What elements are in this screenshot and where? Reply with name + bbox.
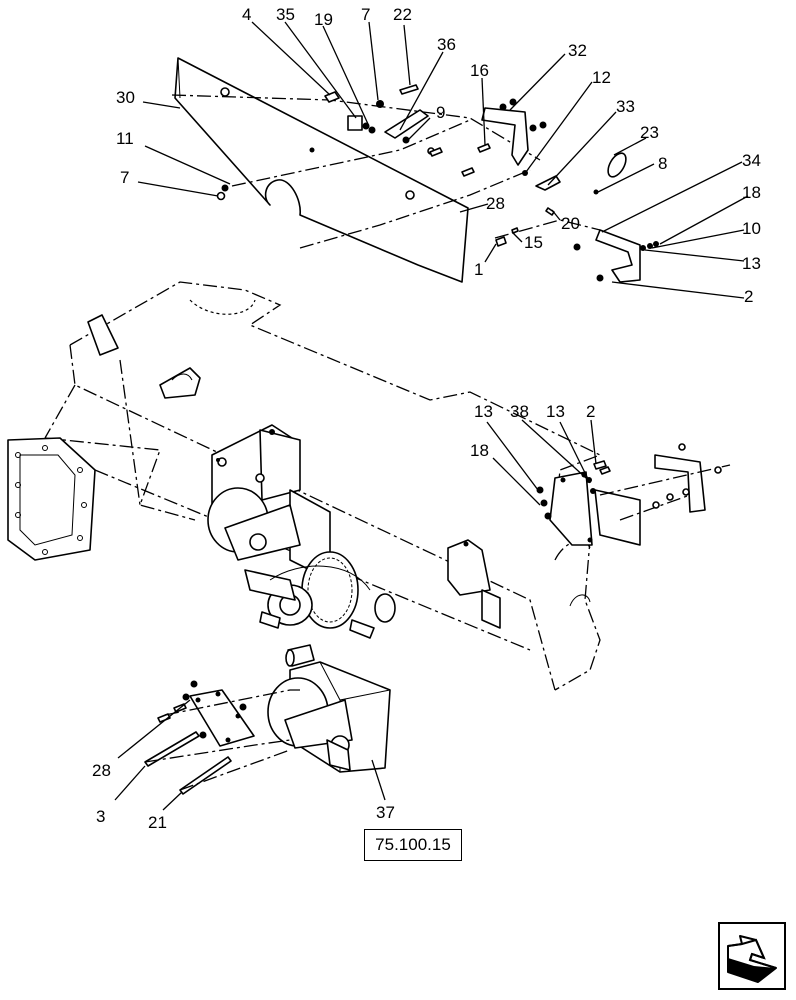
leader-lines	[114, 21, 749, 811]
callout-9: 9	[436, 103, 445, 122]
callout-32: 32	[568, 41, 587, 60]
callout-15: 15	[524, 233, 543, 252]
callout-18: 18	[742, 183, 761, 202]
callout-30: 30	[116, 88, 135, 107]
callout-28: 28	[92, 761, 111, 780]
callout-36: 36	[437, 35, 456, 54]
callout-21: 21	[148, 813, 167, 832]
callout-1: 1	[474, 260, 483, 279]
callout-23: 23	[640, 123, 659, 142]
callout-37: 37	[376, 803, 395, 822]
callout-38: 38	[510, 402, 529, 421]
lower-plate-hardware	[144, 680, 300, 795]
callout-35: 35	[276, 5, 295, 24]
callout-12: 12	[592, 68, 611, 87]
callout-7: 7	[361, 5, 370, 24]
callout-13: 13	[474, 402, 493, 421]
arrow-next-icon	[727, 935, 777, 983]
callout-18: 18	[470, 441, 489, 460]
callout-2: 2	[744, 287, 753, 306]
callout-3: 3	[96, 807, 105, 826]
far-right-bracket	[594, 443, 731, 546]
shield-panel	[174, 57, 469, 283]
callout-19: 19	[314, 10, 333, 29]
callout-10: 10	[742, 219, 761, 238]
callout-11: 11	[116, 129, 134, 148]
callout-33: 33	[616, 97, 635, 116]
reference-link[interactable]: 75.100.15	[364, 829, 462, 861]
callout-28: 28	[486, 194, 505, 213]
callout-2: 2	[586, 402, 595, 421]
callout-34: 34	[742, 151, 761, 170]
callout-4: 4	[242, 5, 251, 24]
callout-22: 22	[393, 5, 412, 24]
callout-20: 20	[561, 214, 580, 233]
callout-labels: 4 35 19 7 22 36 30 11 7 9 16 32 12 33 23…	[92, 5, 761, 832]
right-brackets	[429, 98, 659, 283]
mount-plate-center	[447, 539, 501, 629]
callout-8: 8	[658, 154, 667, 173]
pin	[285, 644, 315, 667]
drive-assembly	[207, 424, 396, 639]
callout-13: 13	[546, 402, 565, 421]
main-frame	[7, 281, 602, 691]
callout-16: 16	[470, 61, 489, 80]
upper-bracket-hardware	[216, 84, 435, 201]
callout-13: 13	[742, 254, 761, 273]
next-page-button[interactable]	[718, 922, 786, 990]
gearbox-37	[267, 661, 391, 773]
callout-7: 7	[120, 168, 129, 187]
